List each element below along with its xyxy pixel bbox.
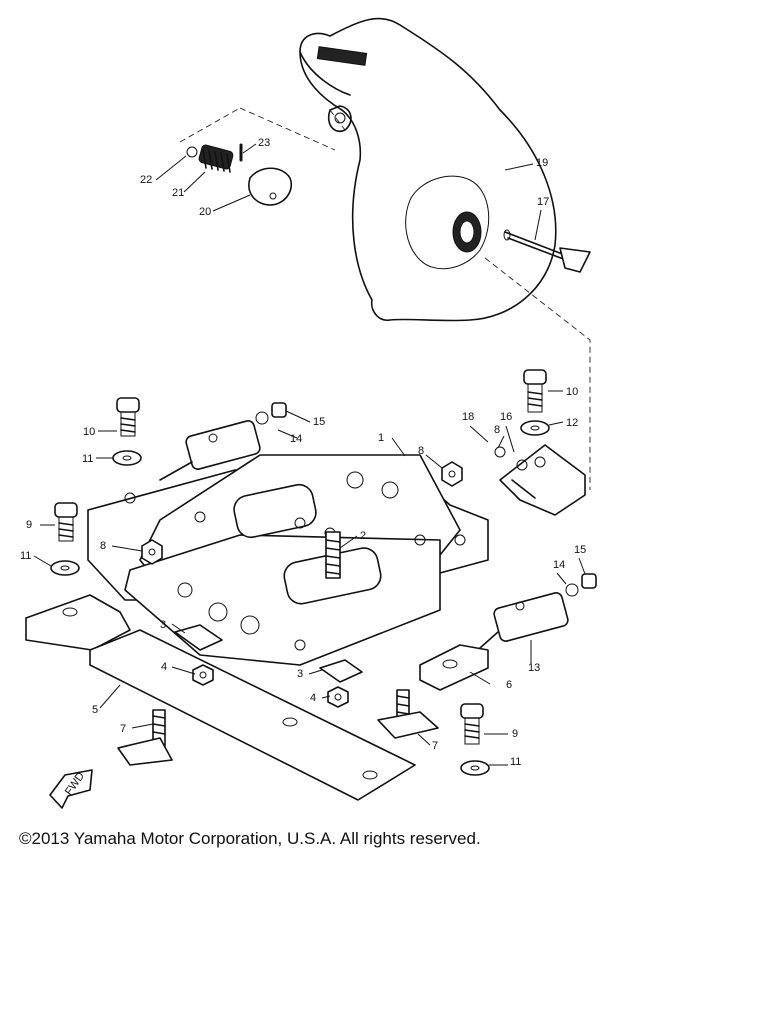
lower-rail[interactable]: [89, 629, 416, 801]
bolt-part[interactable]: [116, 397, 140, 437]
plate-part[interactable]: [174, 624, 223, 651]
callout-label: 11: [82, 453, 93, 465]
callout-label: 10: [83, 426, 95, 438]
callout-label: 9: [512, 728, 518, 740]
washer-part[interactable]: [112, 450, 142, 466]
callout-label: 20: [199, 206, 211, 218]
callout-label: 18: [462, 411, 474, 423]
clamp-lower-right[interactable]: [479, 592, 569, 649]
callout-label: 13: [528, 662, 540, 674]
lower-rail-left[interactable]: [25, 594, 131, 651]
callout-label: 8: [494, 424, 500, 436]
callout-label: 16: [500, 411, 512, 423]
callout-label: 15: [574, 544, 586, 556]
nut-part[interactable]: [441, 461, 463, 487]
callout-label: 9: [26, 519, 32, 531]
side-rail[interactable]: [419, 644, 489, 691]
copyright-notice: ©2013 Yamaha Motor Corporation, U.S.A. A…: [19, 829, 481, 848]
callout-label: 21: [172, 187, 184, 199]
callout-label: 19: [536, 157, 548, 169]
bracket-part[interactable]: [499, 444, 586, 516]
clamp-upper-left[interactable]: [159, 420, 261, 481]
callout-label: 15: [313, 416, 325, 428]
callout-label: 14: [553, 559, 565, 571]
callout-label: 11: [20, 550, 31, 562]
nut-part[interactable]: [192, 664, 214, 686]
callout-label: 5: [92, 704, 98, 716]
fan-housing[interactable]: [299, 17, 557, 322]
callout-label: 3: [160, 619, 166, 631]
stud-part[interactable]: [117, 709, 173, 766]
parts-diagram: FWD 1 2 3 3 4 4 5 6 7 7 8 8 8 9 9 10 10 …: [20, 17, 597, 809]
callout-label: 10: [566, 386, 578, 398]
bolt-part[interactable]: [523, 369, 547, 413]
washer-part[interactable]: [50, 560, 80, 576]
nut-part[interactable]: [565, 573, 597, 597]
bolt-part[interactable]: [54, 502, 78, 542]
washer-part[interactable]: [520, 420, 550, 436]
fwd-arrow-icon: [49, 769, 93, 809]
nut-part[interactable]: [327, 686, 349, 708]
knob-assembly[interactable]: [186, 143, 292, 206]
washer-part[interactable]: [460, 760, 490, 776]
callout-label: 1: [378, 432, 384, 444]
callout-label: 11: [510, 756, 521, 768]
callout-label: 4: [161, 661, 167, 673]
callout-label: 8: [418, 445, 424, 457]
washer-part[interactable]: [494, 446, 506, 458]
callout-label: 22: [140, 174, 152, 186]
leader-lines: [33, 143, 586, 766]
callout-label: 2: [360, 530, 366, 542]
callout-label: 8: [100, 540, 106, 552]
callout-label: 23: [258, 137, 270, 149]
callout-label: 14: [290, 433, 302, 445]
bolt-part[interactable]: [460, 703, 484, 745]
nut-part[interactable]: [255, 402, 287, 425]
callout-labels: 1 2 3 3 4 4 5 6 7 7 8 8 8 9 9 10 10 11 1…: [20, 137, 586, 768]
callout-label: 6: [506, 679, 512, 691]
pin-part[interactable]: [503, 229, 591, 273]
callout-label: 17: [537, 196, 549, 208]
stud-part[interactable]: [377, 689, 439, 739]
plate-part[interactable]: [319, 659, 363, 683]
callout-label: 3: [297, 668, 303, 680]
callout-label: 7: [432, 740, 438, 752]
stud-part[interactable]: [325, 531, 341, 579]
callout-label: 4: [310, 692, 316, 704]
callout-label: 12: [566, 417, 578, 429]
nut-part[interactable]: [141, 539, 163, 565]
callout-label: 7: [120, 723, 126, 735]
